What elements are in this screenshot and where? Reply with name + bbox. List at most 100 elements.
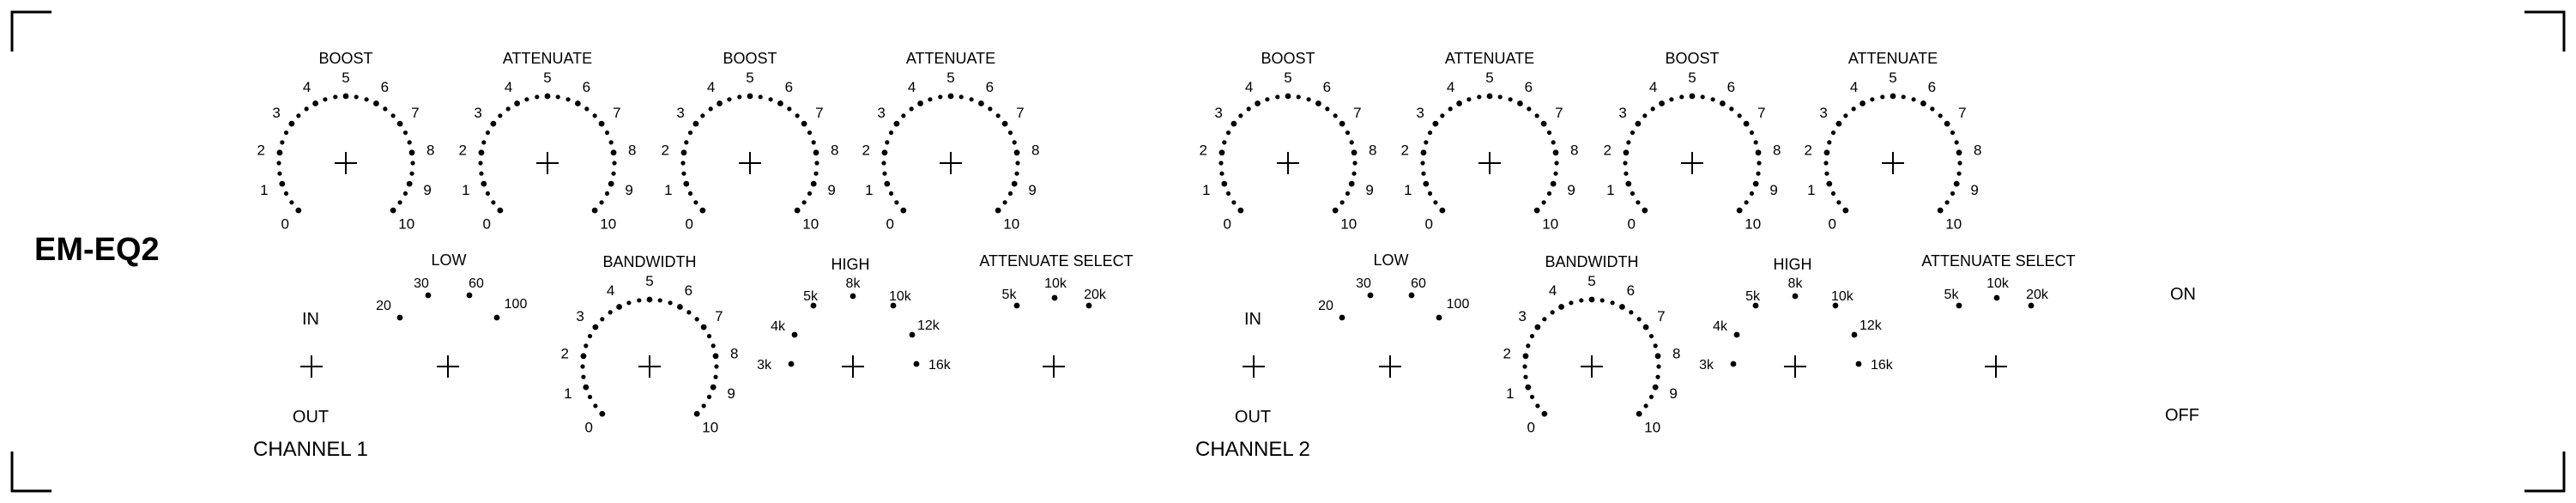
bandwidth-knob-shaft[interactable] <box>638 355 661 378</box>
in-out-switch[interactable] <box>1243 355 1265 378</box>
in-out-switch[interactable] <box>300 355 323 378</box>
bandwidth-knob-minor-tick <box>587 333 593 339</box>
low-selector-shaft[interactable] <box>437 355 459 378</box>
bandwidth-knob-tick <box>599 410 606 417</box>
attenuate-high-knob-tick <box>1937 207 1944 214</box>
attenuate-low-knob-tick <box>1439 207 1446 214</box>
boost-low-knob-shaft[interactable] <box>335 152 357 174</box>
attenuate-low-knob-minor-tick <box>1554 161 1559 166</box>
attenuate-select-shaft[interactable] <box>1985 355 2007 378</box>
boost-low-knob-shaft[interactable] <box>1277 152 1299 174</box>
bandwidth-knob-scale-label: 5 <box>645 273 653 289</box>
bandwidth-knob-minor-tick <box>1522 364 1527 369</box>
attenuate-high-knob-tick <box>881 149 888 156</box>
boost-high-knob-tick <box>1752 180 1759 187</box>
bandwidth-knob-tick <box>1619 304 1625 310</box>
attenuate-high-knob-scale-label: 0 <box>886 216 894 233</box>
attenuate-high-knob-minor-tick <box>1957 161 1962 166</box>
bandwidth-knob-minor-tick <box>1523 374 1528 379</box>
bandwidth-knob-minor-tick <box>657 298 662 303</box>
boost-high-knob-shaft[interactable] <box>739 152 761 174</box>
bandwidth-knob-minor-tick <box>1542 317 1547 322</box>
attenuate-high-knob-minor-tick <box>1823 161 1829 166</box>
low-selector-shaft[interactable] <box>1379 355 1401 378</box>
bandwidth-knob-scale-label: 3 <box>1518 308 1526 324</box>
attenuate-high-knob-minor-tick <box>1836 200 1841 205</box>
bandwidth-knob-scale-label: 6 <box>685 282 692 299</box>
bandwidth-knob-tick <box>1652 384 1659 391</box>
boost-low-knob-minor-tick <box>276 161 281 166</box>
boost-low-knob-scale-label: 8 <box>1369 142 1376 158</box>
high-selector-shaft[interactable] <box>842 355 864 378</box>
bandwidth-knob-shaft[interactable] <box>1581 355 1603 378</box>
boost-low-knob-minor-tick <box>1306 97 1311 102</box>
high-frequency-tick <box>913 361 920 367</box>
bandwidth-knob-scale-label: 2 <box>1503 345 1510 361</box>
bandwidth-knob-tick <box>700 324 707 330</box>
bandwidth-knob-scale-label: 8 <box>730 345 738 361</box>
boost-high-knob-minor-tick <box>807 130 813 136</box>
attenuate-select-frequency-label: 10k <box>1044 276 1067 291</box>
boost-low-knob-scale-label: 5 <box>342 70 349 86</box>
attenuate-low-knob-tick <box>598 120 605 127</box>
boost-high-knob-tick <box>1755 149 1762 156</box>
attenuate-high-knob-scale-label: 7 <box>1958 105 1966 121</box>
bandwidth-knob-minor-tick <box>694 317 699 322</box>
low-frequency-tick <box>1367 292 1374 299</box>
attenuate-low-knob-minor-tick <box>478 161 483 166</box>
out-label: OUT <box>293 408 329 427</box>
attenuate-high-knob-shaft[interactable] <box>940 152 962 174</box>
high-frequency-label: 3k <box>1699 358 1714 373</box>
attenuate-low-knob-shaft[interactable] <box>536 152 559 174</box>
bandwidth-knob-minor-tick <box>580 364 585 369</box>
bandwidth-knob-tick <box>1541 410 1548 417</box>
attenuate-high-knob-scale-label: 10 <box>1945 216 1962 233</box>
low-frequency-label: 60 <box>469 276 484 291</box>
attenuate-low-knob-minor-tick <box>555 94 560 100</box>
attenuate-high-knob-scale-label: 8 <box>1974 142 1981 158</box>
attenuate-low-knob-tick <box>1420 149 1427 156</box>
attenuate-high-knob-shaft[interactable] <box>1882 152 1904 174</box>
boost-low-knob-minor-tick <box>333 94 338 100</box>
high-frequency-label: 3k <box>757 358 772 373</box>
high-selector-shaft[interactable] <box>1784 355 1806 378</box>
boost-high-knob-minor-tick <box>1624 171 1629 176</box>
boost-high-knob-tick <box>680 149 687 156</box>
bandwidth-knob-tick <box>1525 384 1532 391</box>
attenuate-low-knob-title: ATTENUATE <box>1445 50 1534 67</box>
attenuate-select-tick <box>1013 302 1020 309</box>
attenuate-select-shaft[interactable] <box>1043 355 1065 378</box>
attenuate-high-knob-minor-tick <box>988 106 993 112</box>
attenuate-low-knob-minor-tick <box>612 161 617 166</box>
boost-low-knob-minor-tick <box>1325 106 1330 112</box>
low-frequency-tick <box>493 314 500 321</box>
boost-low-knob-minor-tick <box>402 191 408 197</box>
attenuate-low-knob-minor-tick <box>1477 94 1482 100</box>
bandwidth-knob-minor-tick <box>1526 343 1531 348</box>
boost-low-knob-tick <box>1255 100 1261 106</box>
attenuate-low-knob-minor-tick <box>611 171 616 176</box>
boost-low-knob-tick <box>408 149 415 156</box>
bandwidth-knob-title: BANDWIDTH <box>603 253 697 270</box>
boost-high-knob-scale-label: 0 <box>1628 216 1636 233</box>
attenuate-low-knob-shaft[interactable] <box>1478 152 1501 174</box>
channel-1-section: BOOST012345678910ATTENUATE012345678910BO… <box>253 50 1134 461</box>
boost-high-knob-shaft[interactable] <box>1681 152 1703 174</box>
low-frequency-label: 30 <box>1356 276 1371 291</box>
